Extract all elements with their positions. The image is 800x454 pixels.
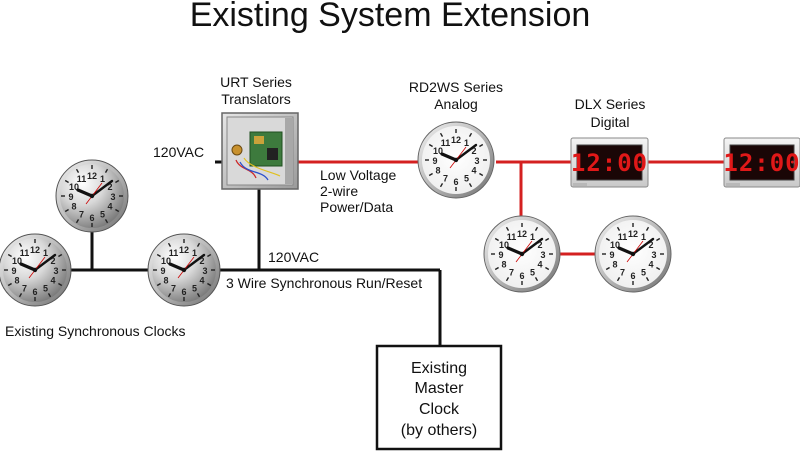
dlx-label-line2: Digital — [591, 114, 630, 130]
low-voltage-label-1: Low Voltage — [320, 167, 396, 183]
dlx-display-1: 12:00 — [571, 149, 648, 177]
rd2ws-label-line1: RD2WS Series — [409, 79, 503, 95]
rd2ws-label-line2: Analog — [434, 96, 478, 112]
sync-clock-top — [56, 160, 128, 232]
master-label-3: Clock — [419, 401, 460, 418]
low-voltage-label-3: Power/Data — [320, 199, 393, 215]
dlx-digital-clock-1: 12:00 — [570, 137, 649, 188]
urt-label-line2: Translators — [221, 91, 291, 107]
sync-run-label: 3 Wire Synchronous Run/Reset — [226, 275, 422, 291]
master-label-2: Master — [415, 380, 465, 397]
vac-below-label: 120VAC — [268, 249, 319, 265]
low-voltage-label-2: 2-wire — [320, 183, 358, 199]
dlx-digital-clock-2: 12:00 — [723, 137, 800, 188]
dlx-display-2: 12:00 — [723, 149, 800, 177]
sync-clock-right — [148, 234, 220, 306]
urt-translator-box — [221, 112, 299, 190]
rd2ws-clock-branch-2 — [595, 216, 671, 292]
master-clock-box: Existing Master Clock (by others) — [375, 344, 503, 451]
master-label-1: Existing — [411, 360, 467, 377]
dlx-label-line1: DLX Series — [575, 96, 646, 112]
sync-clock-left — [0, 234, 71, 306]
vac-left-label: 120VAC — [153, 144, 204, 160]
existing-clocks-label: Existing Synchronous Clocks — [5, 323, 186, 339]
rd2ws-clock-main — [418, 122, 494, 198]
master-label-4: (by others) — [401, 422, 477, 439]
diagram-title: Existing System Extension — [190, 0, 591, 34]
rd2ws-clock-branch-1 — [484, 216, 560, 292]
power-data-lines — [290, 160, 728, 256]
urt-label-line1: URT Series — [220, 74, 292, 90]
